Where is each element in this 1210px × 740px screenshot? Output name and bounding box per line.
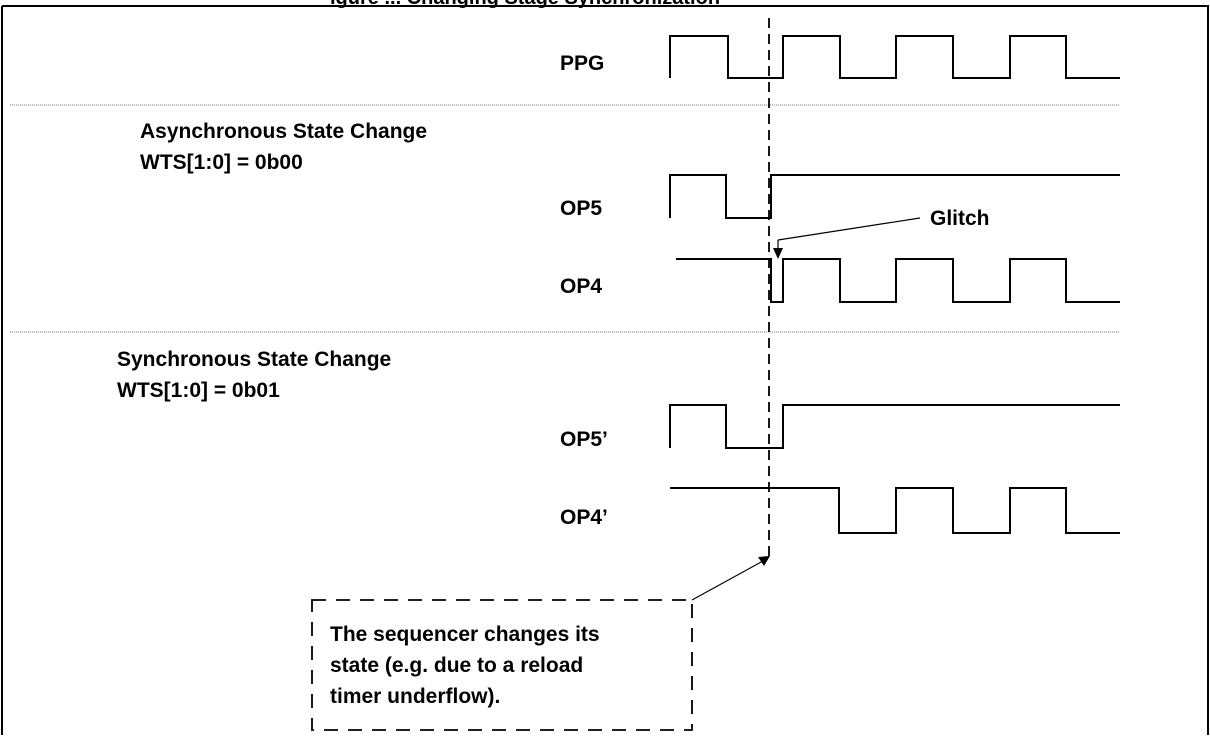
signal-label-op4-prime: OP4’ xyxy=(560,506,608,529)
waveform-op4-prime xyxy=(670,487,1120,534)
note-leader-line xyxy=(691,560,764,601)
note-line-1: The sequencer changes its xyxy=(330,623,600,646)
waveform-ppg xyxy=(669,35,1120,79)
figure-frame xyxy=(1,5,1209,735)
signal-label-op5: OP5 xyxy=(560,197,602,220)
glitch-arrowhead-icon xyxy=(773,248,783,259)
waveform-op4 xyxy=(676,258,1120,303)
async-section-heading: Asynchronous State Change xyxy=(140,120,427,143)
signal-label-op4: OP4 xyxy=(560,275,602,298)
glitch-leader-line xyxy=(777,217,921,241)
sync-section-mode: WTS[1:0] = 0b01 xyxy=(117,379,280,402)
note-arrowhead-icon xyxy=(758,556,770,566)
note-line-3: timer underflow). xyxy=(330,685,500,708)
glitch-label: Glitch xyxy=(930,207,990,230)
sync-section-heading: Synchronous State Change xyxy=(117,348,391,371)
waveform-op5 xyxy=(669,174,1120,219)
signal-label-op5-prime: OP5’ xyxy=(560,428,608,451)
signal-label-ppg: PPG xyxy=(560,52,604,75)
note-callout-box xyxy=(311,599,693,731)
note-line-2: state (e.g. due to a reload xyxy=(330,654,583,677)
figure-title: igure ... Changing Stage Synchronization xyxy=(330,0,720,9)
async-section-mode: WTS[1:0] = 0b00 xyxy=(140,151,303,174)
waveform-op5-prime xyxy=(669,404,1120,449)
